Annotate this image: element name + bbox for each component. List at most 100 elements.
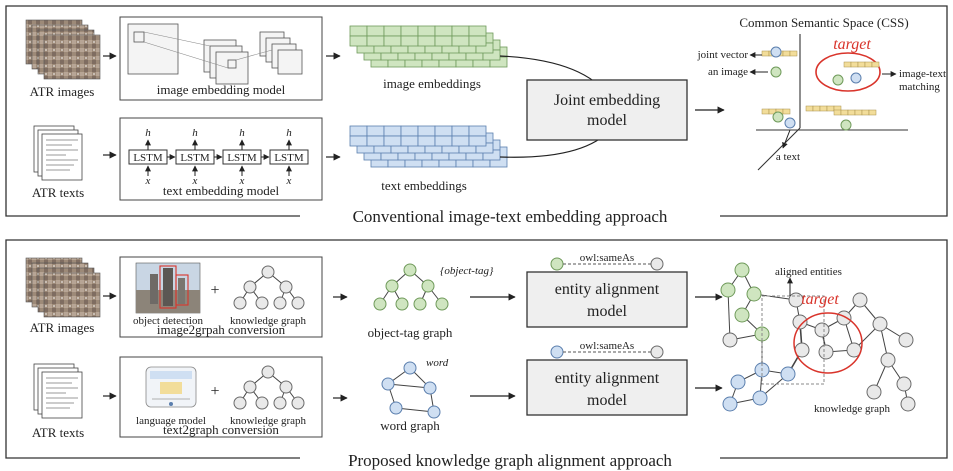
lstm-cell-label: LSTM	[180, 152, 210, 164]
joint-vector-cell	[840, 109, 849, 116]
embedding-cell	[451, 25, 470, 37]
embedding-cell	[349, 35, 368, 47]
matching-line2: matching	[899, 81, 940, 93]
graph-node	[852, 292, 868, 308]
embedding-cell	[434, 25, 453, 37]
a-text-label: a text	[776, 151, 800, 163]
plus-sign-bottom: +	[210, 383, 219, 400]
aligned-entities-label: aligned entities	[775, 266, 842, 278]
top-panel-caption: Conventional image-text embedding approa…	[353, 207, 668, 226]
graph-node	[752, 390, 768, 406]
graph-node	[255, 296, 269, 310]
embedding-cell	[434, 135, 453, 147]
css-points	[770, 46, 862, 131]
graph-node	[373, 297, 387, 311]
graph-node	[279, 380, 293, 394]
embedding-cell	[366, 125, 385, 137]
joint-vector-cell	[826, 105, 835, 112]
knowledge-graph-icon-2	[233, 365, 305, 410]
embedding-cell	[400, 35, 419, 47]
image2graph-label: image2grpah conversion	[157, 322, 286, 337]
joint-vector-cell	[833, 109, 842, 116]
css-target-label: target	[833, 36, 871, 53]
aligned-entities-box	[761, 295, 825, 385]
alignment-top-line2: model	[587, 303, 628, 320]
text-embeddings-label: text embeddings	[381, 178, 467, 193]
an-image-label: an image	[708, 66, 748, 78]
embedding-cell	[383, 125, 402, 137]
embedding-cell	[417, 125, 436, 137]
graph-node	[746, 286, 762, 302]
graph-node	[403, 263, 417, 277]
graph-node	[898, 332, 914, 348]
graph-node	[233, 296, 247, 310]
css-target-ellipse	[815, 52, 881, 92]
joint-vector-cell	[812, 105, 821, 112]
lstm-x-label: x	[286, 175, 292, 187]
joint-vector-cell	[864, 61, 873, 68]
knowledge-graph-label-2: knowledge graph	[230, 415, 307, 427]
knowledge-graph-label-1: knowledge graph	[230, 315, 307, 327]
lstm-x-label: x	[192, 175, 198, 187]
embedding-cell	[400, 125, 419, 137]
word-graph	[381, 361, 441, 419]
graph-node	[389, 401, 403, 415]
embedding-cell	[366, 35, 385, 47]
lstm-h-label: h	[145, 127, 151, 139]
joint-vector-cell	[871, 61, 880, 68]
graph-node	[423, 381, 437, 395]
graph-node	[395, 297, 409, 311]
graph-node	[403, 361, 417, 375]
same-as-bottom	[550, 345, 664, 359]
plus-sign-top: +	[210, 282, 219, 299]
object-tag-graph	[373, 263, 449, 311]
graph-node	[261, 365, 275, 379]
embedding-cell	[366, 135, 385, 147]
embedding-cell	[400, 25, 419, 37]
text2graph-label: text2graph conversion	[163, 422, 279, 437]
graph-node	[381, 377, 395, 391]
embedding-cell	[468, 35, 487, 47]
embedding-cell	[468, 135, 487, 147]
graph-node	[413, 297, 427, 311]
embedding-cell	[400, 135, 419, 147]
embedding-cell	[366, 25, 385, 37]
css-axes	[756, 34, 908, 171]
image-model-label: image embedding model	[157, 82, 286, 97]
graph-node	[291, 396, 305, 410]
joint-vector-cell	[819, 105, 828, 112]
graph-node	[273, 296, 287, 310]
graph-node	[421, 279, 435, 293]
graph-edge	[387, 383, 431, 389]
graph-edge	[727, 289, 731, 341]
detection-photo	[135, 262, 201, 314]
embedding-cell	[451, 135, 470, 147]
graph-node	[233, 396, 247, 410]
joint-model-line1: Joint embedding	[554, 92, 660, 109]
graph-node	[243, 380, 257, 394]
lstm-h-label: h	[192, 127, 198, 139]
graph-node	[900, 396, 916, 412]
kg-target-label: target	[801, 291, 839, 308]
graph-node	[896, 376, 912, 392]
joint-vector-cell	[868, 109, 877, 116]
joint-vector-cell	[789, 50, 798, 57]
graph-node	[818, 344, 834, 360]
object-detection-label: object detection	[133, 315, 203, 327]
word-label: word	[426, 357, 449, 369]
joint-vector-cell	[782, 50, 791, 57]
joint-vector-cell	[854, 109, 863, 116]
object-tag-graph-label: object-tag graph	[368, 325, 453, 340]
graph-node	[279, 280, 293, 294]
embedding-cell	[451, 125, 470, 137]
lstm-cell-label: LSTM	[274, 152, 304, 164]
graph-node	[730, 374, 746, 390]
aligned-knowledge-graph	[720, 262, 916, 412]
joint-model-line2: model	[587, 112, 628, 129]
joint-vector-cell	[805, 105, 814, 112]
embedding-cell	[349, 125, 368, 137]
same-as-label-bottom: owl:sameAs	[580, 340, 634, 352]
embedding-cell	[417, 35, 436, 47]
joint-vector-cell	[850, 61, 859, 68]
